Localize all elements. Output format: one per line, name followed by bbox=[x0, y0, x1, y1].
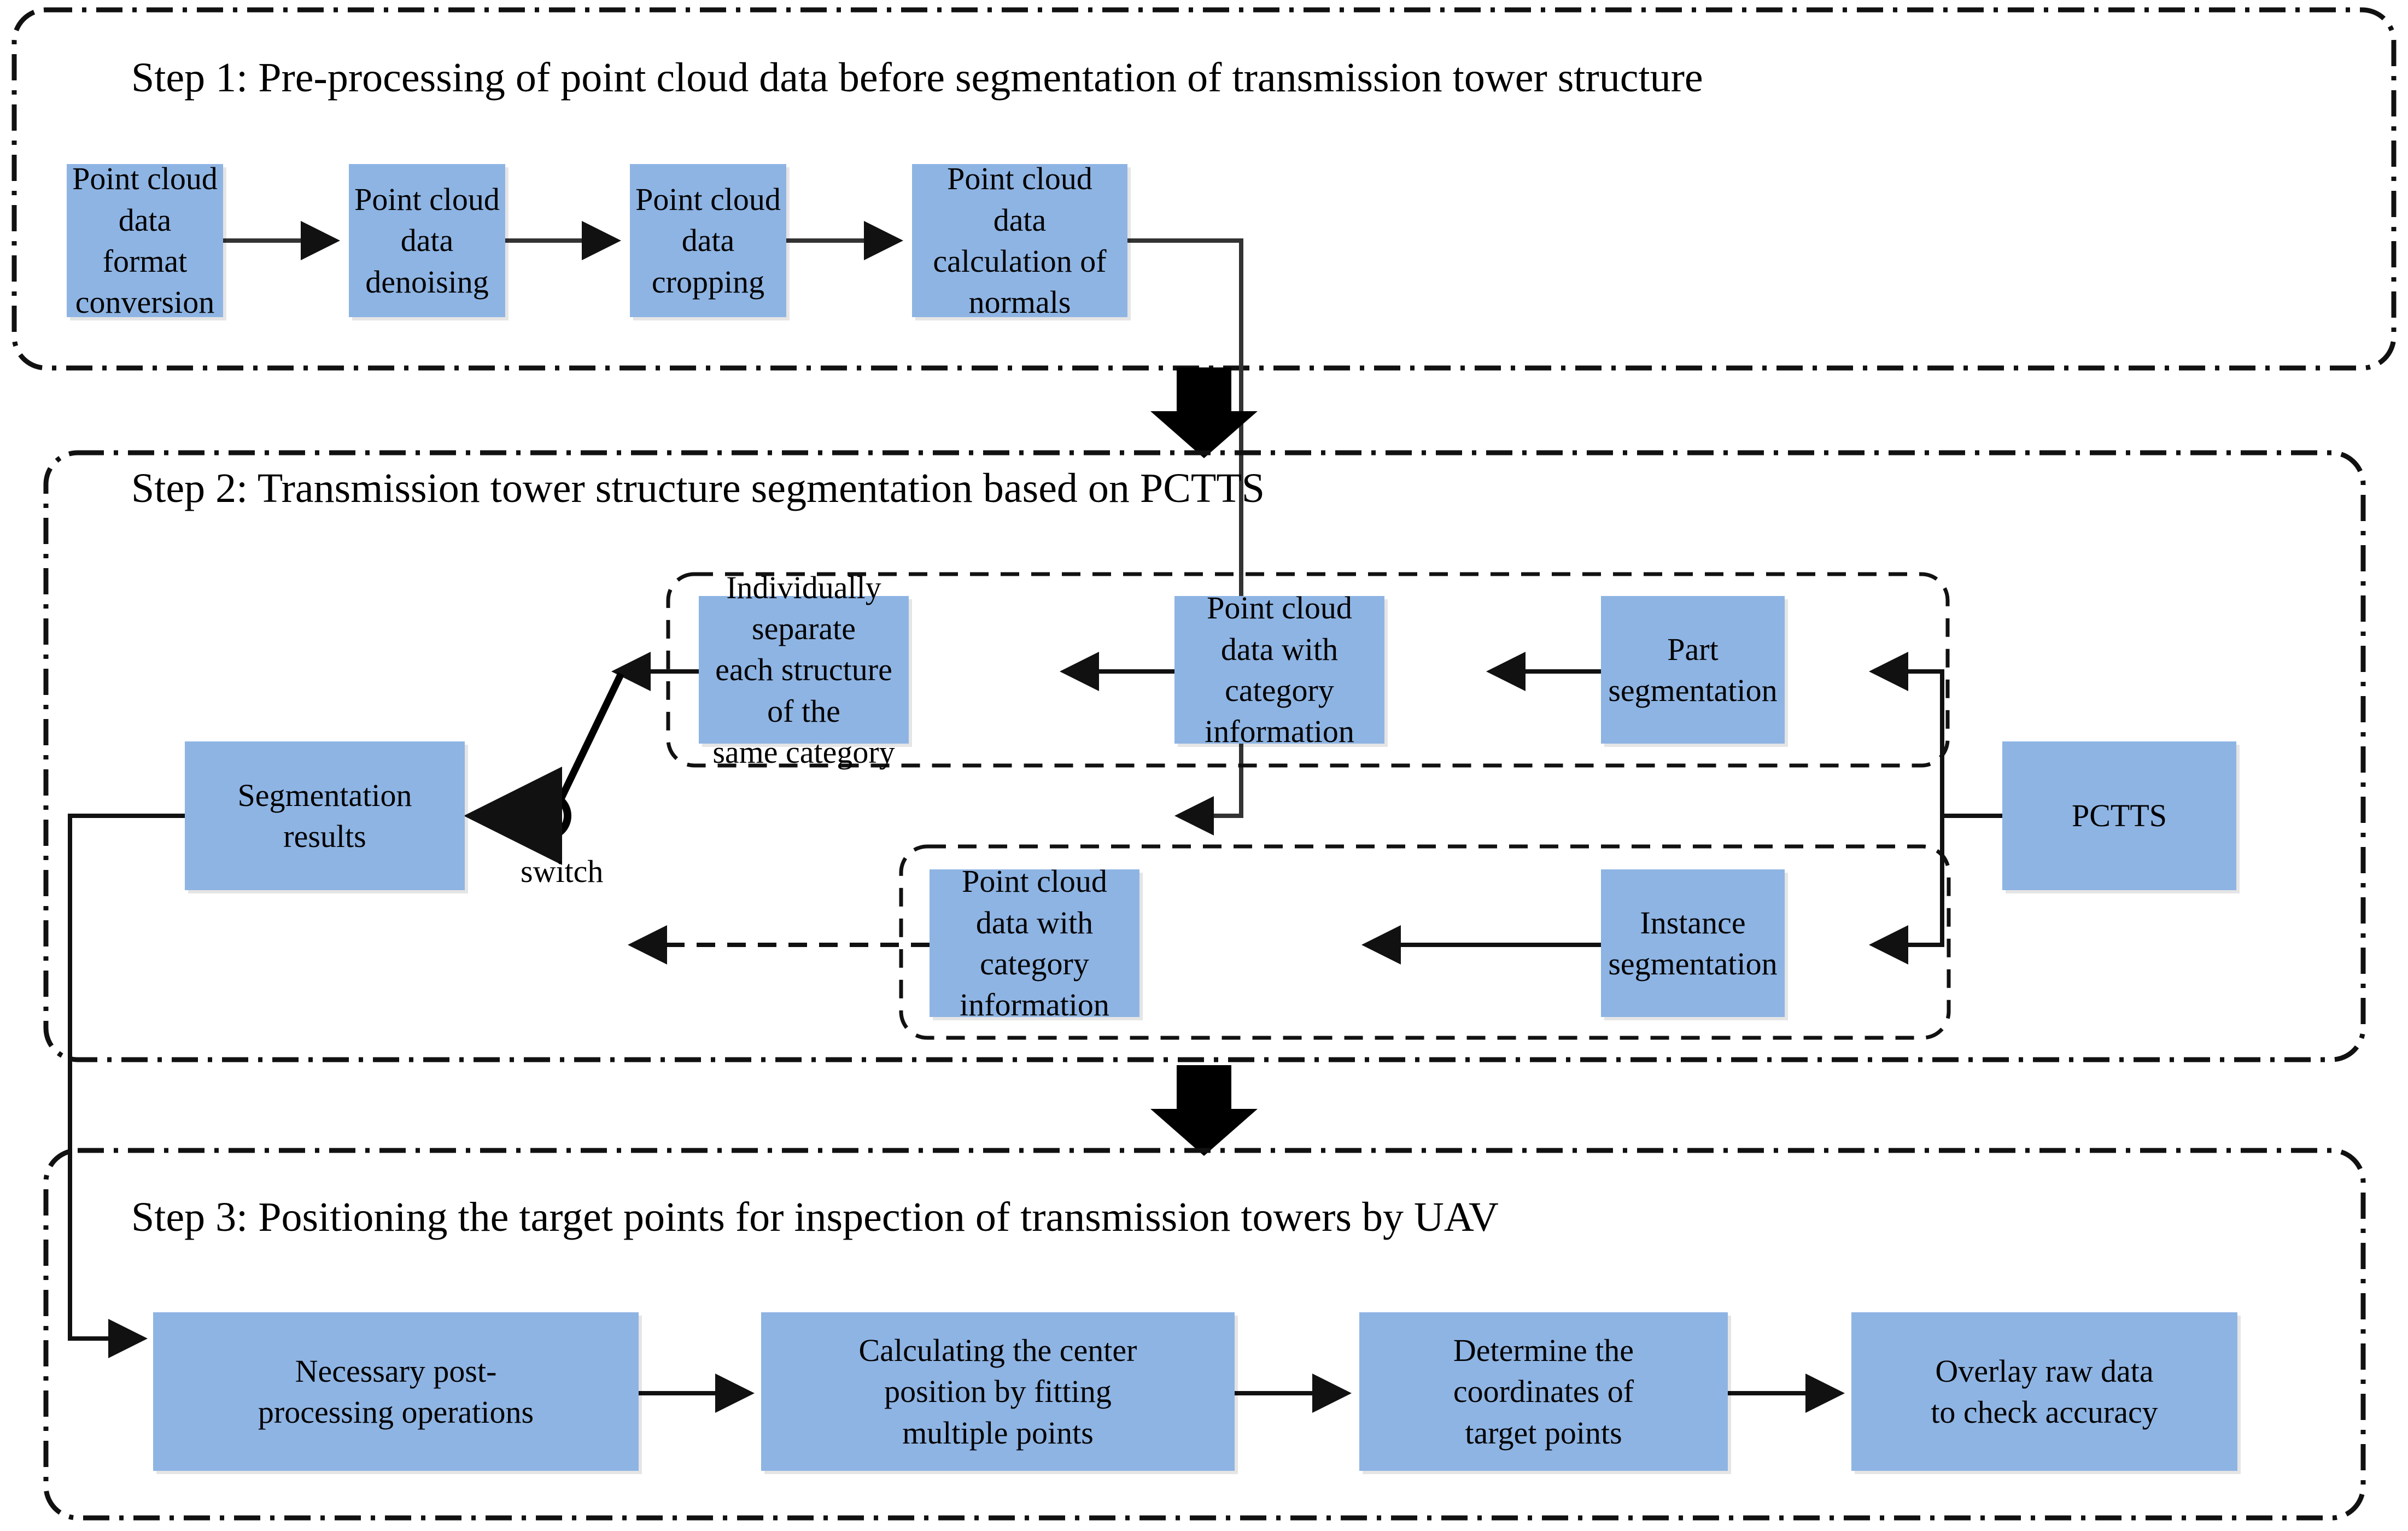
connector-results-to-step3 bbox=[68, 814, 185, 1358]
switch-pivot-icon[interactable] bbox=[522, 791, 571, 840]
step1-border bbox=[11, 7, 2397, 371]
switch-lever[interactable] bbox=[550, 672, 624, 816]
connector-s1-to-pctts bbox=[1127, 238, 1243, 835]
step1-title: Step 1: Pre-processing of point cloud da… bbox=[131, 55, 1703, 101]
step1-to-step2-arrow-icon bbox=[1150, 367, 1258, 458]
box-pctts[interactable]: PCTTS bbox=[2002, 741, 2236, 890]
connector-pctts-to-part bbox=[1869, 652, 2002, 818]
box-label: Necessary post-processing operations bbox=[258, 1353, 534, 1430]
box-label: PCTTS bbox=[2071, 798, 2167, 834]
step2-border bbox=[43, 450, 2366, 1062]
step3-border bbox=[43, 1148, 2366, 1521]
step3-title: Step 3: Positioning the target points fo… bbox=[131, 1194, 1499, 1240]
step2-title: Step 2: Transmission tower structure seg… bbox=[131, 465, 1265, 511]
switch-label: switch bbox=[521, 854, 604, 889]
step2-to-step3-arrow-icon bbox=[1150, 1065, 1258, 1156]
part-group-border bbox=[666, 572, 1950, 768]
instance-group-border bbox=[899, 844, 1951, 1040]
box-necessary-post-processing[interactable]: Necessary post-processing operations bbox=[153, 1312, 639, 1471]
connector-pctts-to-instance bbox=[1869, 814, 2002, 965]
